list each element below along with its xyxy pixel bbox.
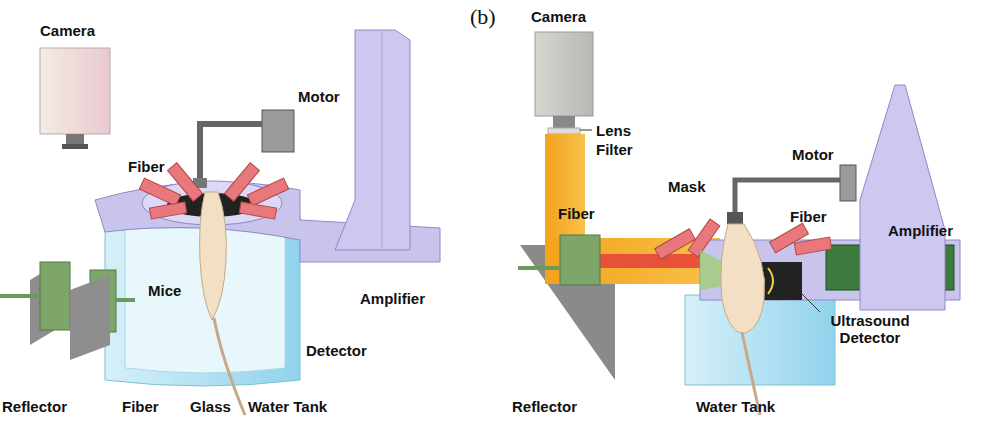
part-label: Detector	[306, 342, 367, 359]
part-label: Filter	[596, 141, 633, 158]
part-label: Water Tank	[248, 398, 327, 415]
part-label: (b)	[470, 4, 496, 29]
part-label: Reflector	[2, 398, 67, 415]
part-label: Camera	[40, 22, 95, 39]
part-label: Mask	[668, 178, 706, 195]
part-label: Motor	[792, 146, 834, 163]
part-label: Amplifier	[888, 222, 953, 239]
part-label: Glass	[190, 398, 231, 415]
part-label: Mice	[148, 282, 181, 299]
part-label: Water Tank	[696, 398, 775, 415]
part-label: Lens	[596, 122, 631, 139]
part-label: Reflector	[512, 398, 577, 415]
part-label: Ultrasound Detector	[820, 312, 920, 347]
part-label: Camera	[531, 8, 586, 25]
part-label: Fiber	[128, 158, 165, 175]
part-label: Motor	[298, 88, 340, 105]
part-label: Amplifier	[360, 290, 425, 307]
part-label: Fiber	[122, 398, 159, 415]
part-label: Fiber	[790, 208, 827, 225]
part-label: Fiber	[558, 205, 595, 222]
